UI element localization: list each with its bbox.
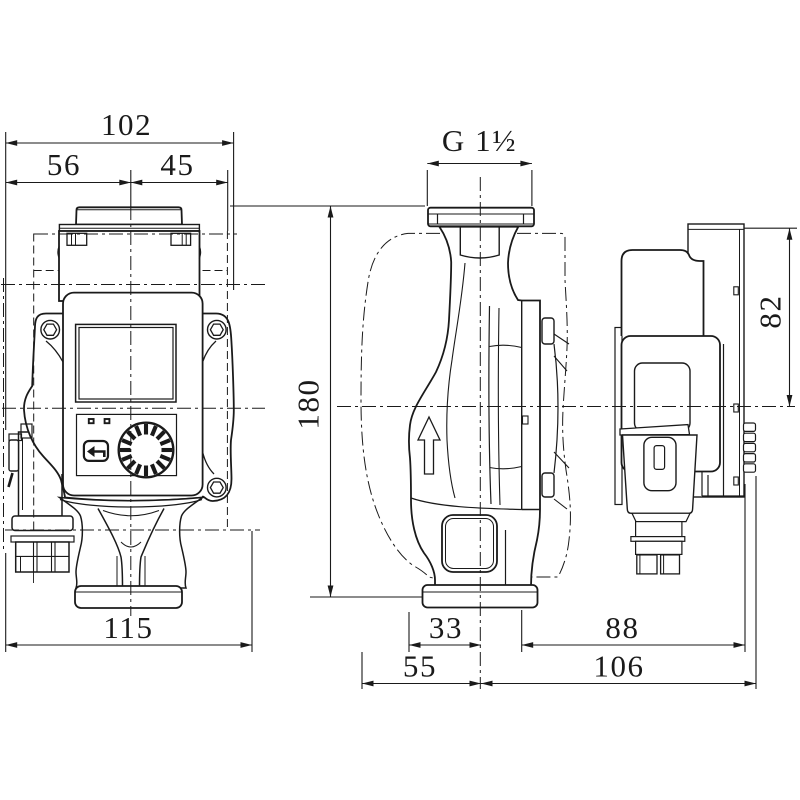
svg-text:106: 106 bbox=[593, 649, 644, 684]
svg-text:55: 55 bbox=[403, 649, 437, 684]
svg-text:88: 88 bbox=[605, 610, 639, 645]
svg-text:56: 56 bbox=[47, 147, 81, 182]
svg-text:115: 115 bbox=[103, 610, 153, 645]
svg-text:45: 45 bbox=[160, 147, 194, 182]
svg-text:82: 82 bbox=[753, 294, 788, 328]
svg-text:102: 102 bbox=[101, 107, 152, 142]
svg-text:33: 33 bbox=[429, 610, 463, 645]
svg-text:180: 180 bbox=[291, 378, 326, 429]
svg-text:G 1½: G 1½ bbox=[442, 123, 517, 158]
